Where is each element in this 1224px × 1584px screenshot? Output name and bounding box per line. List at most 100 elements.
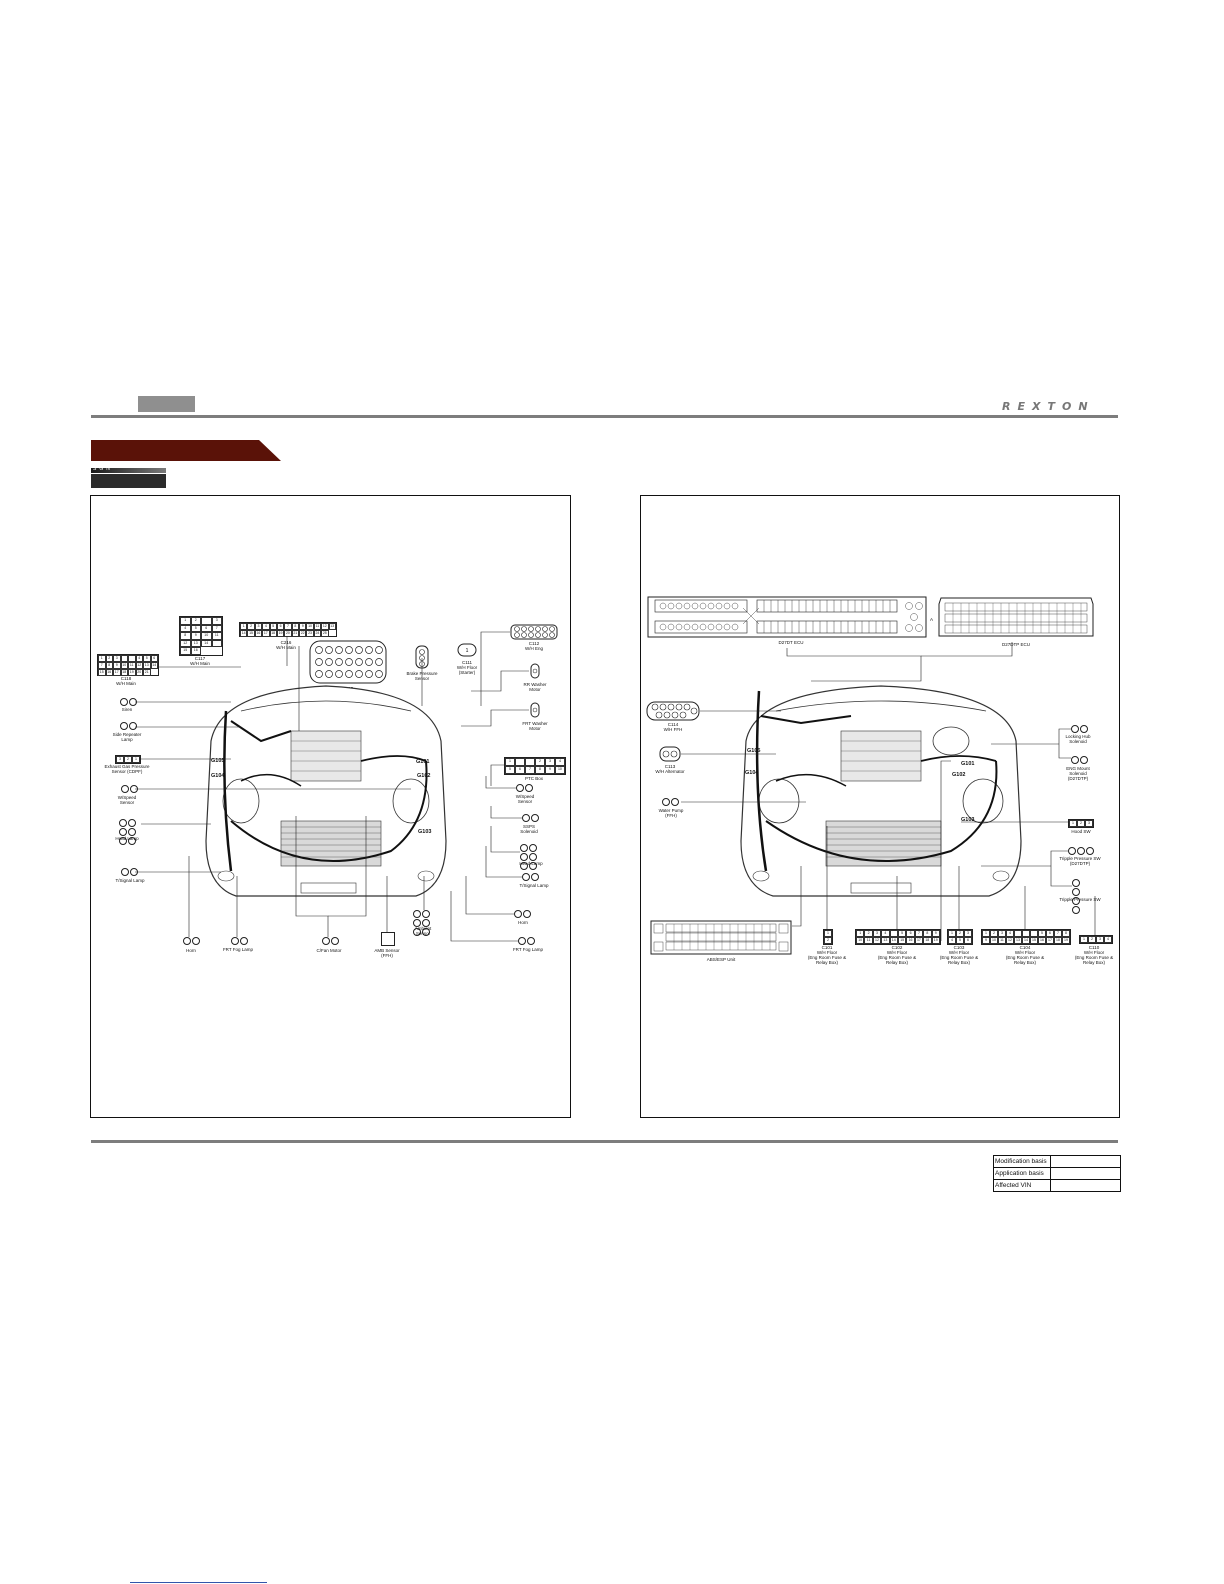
- connector-pin: 12: [321, 623, 329, 630]
- connector-pin: 1: [824, 930, 832, 937]
- c112-connector: [510, 624, 558, 640]
- connector-pin: 23: [306, 630, 314, 637]
- connector-pin: 16: [190, 647, 201, 655]
- cfan-motor-connector: [322, 937, 339, 945]
- connector-pin: 21: [291, 630, 299, 637]
- connector-pin: 12: [135, 662, 143, 669]
- connector-pin: 2: [105, 655, 113, 662]
- table-row: Modification basis: [993, 1155, 1121, 1168]
- revision-key: Modification basis: [993, 1155, 1051, 1168]
- connector-pin: 9: [299, 623, 307, 630]
- c103-sub: W/H Floor: [948, 950, 970, 955]
- siren-label: Siren: [121, 707, 133, 712]
- c101-sub3: Relay Box): [815, 960, 838, 965]
- connector-pin: [889, 930, 898, 937]
- c102-sub2: (Eng Room Fuse &: [877, 955, 917, 960]
- hood-sw-label: Hood SW: [1071, 829, 1091, 834]
- connector-pin: 3: [1096, 936, 1104, 943]
- connector-pin: 16: [906, 937, 915, 944]
- ssps-connector: [522, 814, 539, 822]
- right-diagram-panel: D27DT ECU A D27DTP ECU C114 W/H FFH C113…: [640, 495, 1120, 1118]
- tripple-sw1-label2: (D27DTP): [1069, 861, 1091, 866]
- connector-pin: 19: [128, 669, 136, 676]
- wspeed-right-label: W/Speed: [515, 794, 535, 799]
- rr-washer-icon: [530, 663, 540, 679]
- c101-sub2: (Eng Room Fuse &: [807, 955, 847, 960]
- wspeed-right-label2: Sensor: [517, 799, 533, 804]
- c103-sub2: (Eng Room Fuse &: [939, 955, 979, 960]
- egp-sensor-label2: Sensor (CDPF): [111, 769, 143, 774]
- head-lamp-left-label: Head Lamp: [115, 836, 139, 841]
- c111-connector: 1: [457, 643, 477, 657]
- connector-pin: 24: [313, 630, 322, 637]
- connector-pin: 4: [881, 930, 890, 937]
- g104-right-tag: G104: [745, 770, 759, 776]
- tripple-sw1-label: Tripple Pressure SW: [1059, 856, 1101, 861]
- connector-pin: 8: [534, 766, 545, 774]
- locking-hub-connector: [1071, 725, 1088, 733]
- g105-right-tag: G105: [747, 748, 761, 754]
- connector-pin: 1: [856, 930, 865, 937]
- connector-pin: [514, 758, 525, 766]
- connector-pin: [1014, 930, 1022, 937]
- connector-pin: [128, 655, 136, 662]
- c118-label: C118: [120, 676, 132, 681]
- bottom-link-line: [130, 1582, 267, 1583]
- connector-pin: 13: [143, 662, 151, 669]
- connector-pin: 18: [269, 630, 277, 637]
- connector-pin: 8: [923, 930, 932, 937]
- connector-pin: [201, 617, 212, 625]
- water-pump-connector: [662, 798, 679, 806]
- connector-pin: 2: [534, 758, 545, 766]
- ambient-sensor-label2: Sensor: [415, 931, 431, 936]
- c112-sub: W/H Eng: [524, 646, 543, 651]
- tsignal-left-label: T/Signal Lamp: [115, 878, 145, 883]
- connector-pin: 9: [544, 766, 555, 774]
- connector-pin: 2: [1077, 820, 1085, 827]
- frt-fog-left-label: FRT Fog Lamp: [222, 947, 254, 952]
- connector-pin: 1: [180, 617, 191, 625]
- connector-pin: 2: [247, 623, 255, 630]
- d27dtp-ecu-connector: [938, 597, 1094, 637]
- connector-pin: 1: [505, 758, 515, 766]
- connector-pin: 12: [1006, 937, 1014, 944]
- frt-fog-right-label: FRT Fog Lamp: [512, 947, 544, 952]
- connector-pin: 19: [276, 630, 285, 637]
- connector-pin: 15: [247, 630, 255, 637]
- c114-sub: W/H FFH: [663, 727, 683, 732]
- connector-pin: 17: [262, 630, 270, 637]
- tripple-sw2-connector: [1072, 879, 1088, 914]
- connector-pin: 3: [113, 655, 121, 662]
- connector-pin: 5: [1038, 930, 1046, 937]
- connector-pin: 20: [284, 630, 292, 637]
- g105-tag: G105: [211, 758, 225, 764]
- connector-pin: 14: [240, 630, 248, 637]
- horn-right-connector: [514, 910, 531, 918]
- connector-pin: 4: [1104, 936, 1112, 943]
- connector-pin: 5: [956, 937, 964, 944]
- frt-washer-icon: [530, 702, 540, 718]
- connector-pin: 6: [276, 623, 285, 630]
- water-pump-label2: (FFH): [665, 813, 677, 818]
- connector-pin: 17: [113, 669, 121, 676]
- connector-pin: 6: [1046, 930, 1054, 937]
- c102-sub: W/H Floor: [886, 950, 908, 955]
- c102-sub3: Relay Box): [885, 960, 908, 965]
- connector-pin: 7: [211, 624, 222, 633]
- g103-right-tag: G103: [961, 817, 975, 823]
- connector-pin: 8: [105, 662, 113, 669]
- connector-pin: 13: [190, 639, 201, 648]
- connector-pin: 7: [914, 930, 924, 937]
- g102-tag: G102: [417, 773, 431, 779]
- header-tab: [138, 396, 195, 412]
- c104-sub: W/H Floor: [1014, 950, 1036, 955]
- right-leader-lines: [681, 642, 1096, 941]
- connector-pin: 15: [897, 937, 907, 944]
